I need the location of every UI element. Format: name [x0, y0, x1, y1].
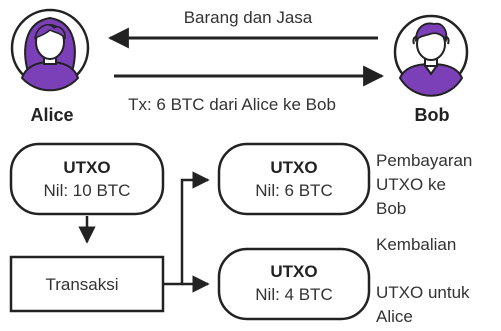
- goods-services-label: Barang dan Jasa: [184, 8, 313, 27]
- input-utxo-title: UTXO: [63, 158, 110, 177]
- note-output1-line2: UTXO ke: [376, 175, 446, 194]
- bob-name: Bob: [415, 105, 450, 125]
- output2-utxo-title: UTXO: [270, 262, 317, 281]
- output1-utxo-node: [217, 142, 371, 216]
- tx-to-output1-arrow: [163, 171, 210, 286]
- bob-avatar-icon: [393, 14, 469, 97]
- input-utxo-node: [9, 142, 165, 216]
- input-utxo-value: Nil: 10 BTC: [44, 181, 131, 200]
- note-output2-line2: Alice: [376, 307, 413, 326]
- tx-label: Tx: 6 BTC dari Alice ke Bob: [128, 95, 336, 114]
- note-output1-line1: Pembayaran: [376, 151, 472, 170]
- output1-utxo-title: UTXO: [270, 158, 317, 177]
- note-output2-line1: UTXO untuk: [376, 283, 470, 302]
- alice-avatar-icon: [10, 8, 90, 92]
- output1-utxo-value: Nil: 6 BTC: [255, 181, 332, 200]
- alice-name: Alice: [30, 105, 73, 125]
- change-heading: Kembalian: [376, 235, 456, 254]
- transaction-label: Transaksi: [45, 275, 118, 294]
- output2-utxo-node: [217, 247, 371, 321]
- output2-utxo-value: Nil: 4 BTC: [255, 285, 332, 304]
- note-output1-line3: Bob: [376, 199, 406, 218]
